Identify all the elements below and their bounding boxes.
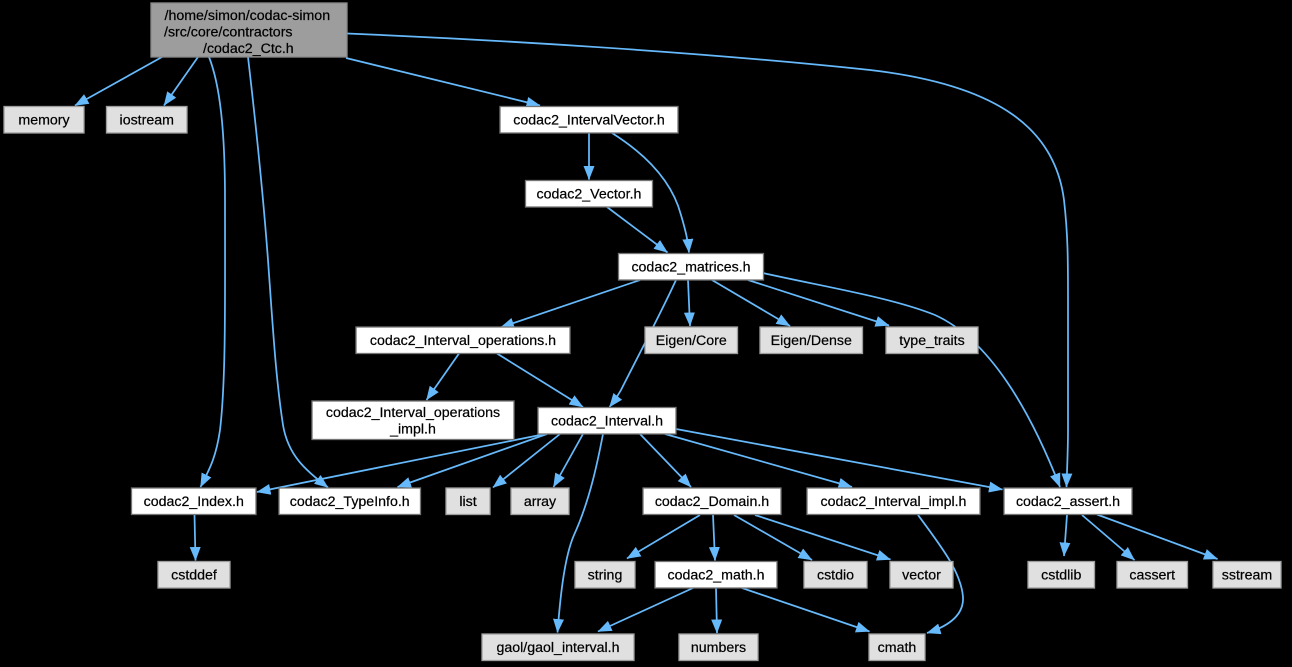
svg-text:type_traits: type_traits <box>899 333 964 349</box>
svg-text:codac2_Interval_operations: codac2_Interval_operations <box>326 405 500 421</box>
svg-text:string: string <box>588 567 623 583</box>
svg-text:Eigen/Core: Eigen/Core <box>656 333 727 349</box>
svg-text:codac2_Interval_operations.h: codac2_Interval_operations.h <box>370 333 556 349</box>
svg-text:/codac2_Ctc.h: /codac2_Ctc.h <box>203 41 294 57</box>
svg-text:gaol/gaol_interval.h: gaol/gaol_interval.h <box>496 640 619 656</box>
svg-text:codac2_Interval.h: codac2_Interval.h <box>551 413 663 429</box>
svg-text:cstdlib: cstdlib <box>1041 567 1081 583</box>
svg-text:codac2_matrices.h: codac2_matrices.h <box>631 259 750 275</box>
svg-text:codac2_Interval_impl.h: codac2_Interval_impl.h <box>821 494 967 510</box>
svg-text:codac2_assert.h: codac2_assert.h <box>1016 494 1120 510</box>
svg-text:codac2_Vector.h: codac2_Vector.h <box>537 186 642 202</box>
svg-text:codac2_math.h: codac2_math.h <box>667 567 764 583</box>
svg-text:cstdio: cstdio <box>817 567 854 583</box>
svg-text:_impl.h: _impl.h <box>389 422 436 438</box>
svg-text:/home/simon/codac-simon: /home/simon/codac-simon <box>165 8 331 24</box>
svg-text:codac2_TypeInfo.h: codac2_TypeInfo.h <box>290 494 410 510</box>
svg-text:list: list <box>459 494 476 510</box>
svg-text:Eigen/Dense: Eigen/Dense <box>771 333 852 349</box>
svg-text:cstddef: cstddef <box>171 567 217 583</box>
svg-text:cassert: cassert <box>1129 567 1175 583</box>
svg-text:/src/core/contractors: /src/core/contractors <box>164 25 293 41</box>
svg-text:codac2_IntervalVector.h: codac2_IntervalVector.h <box>513 112 664 128</box>
svg-text:numbers: numbers <box>691 640 746 656</box>
svg-text:sstream: sstream <box>1222 567 1272 583</box>
svg-text:array: array <box>524 494 557 510</box>
svg-text:cmath: cmath <box>878 640 917 656</box>
svg-text:iostream: iostream <box>120 112 174 128</box>
svg-text:vector: vector <box>902 567 941 583</box>
svg-text:codac2_Index.h: codac2_Index.h <box>144 494 244 510</box>
svg-text:codac2_Domain.h: codac2_Domain.h <box>655 494 769 510</box>
svg-text:memory: memory <box>18 112 70 128</box>
